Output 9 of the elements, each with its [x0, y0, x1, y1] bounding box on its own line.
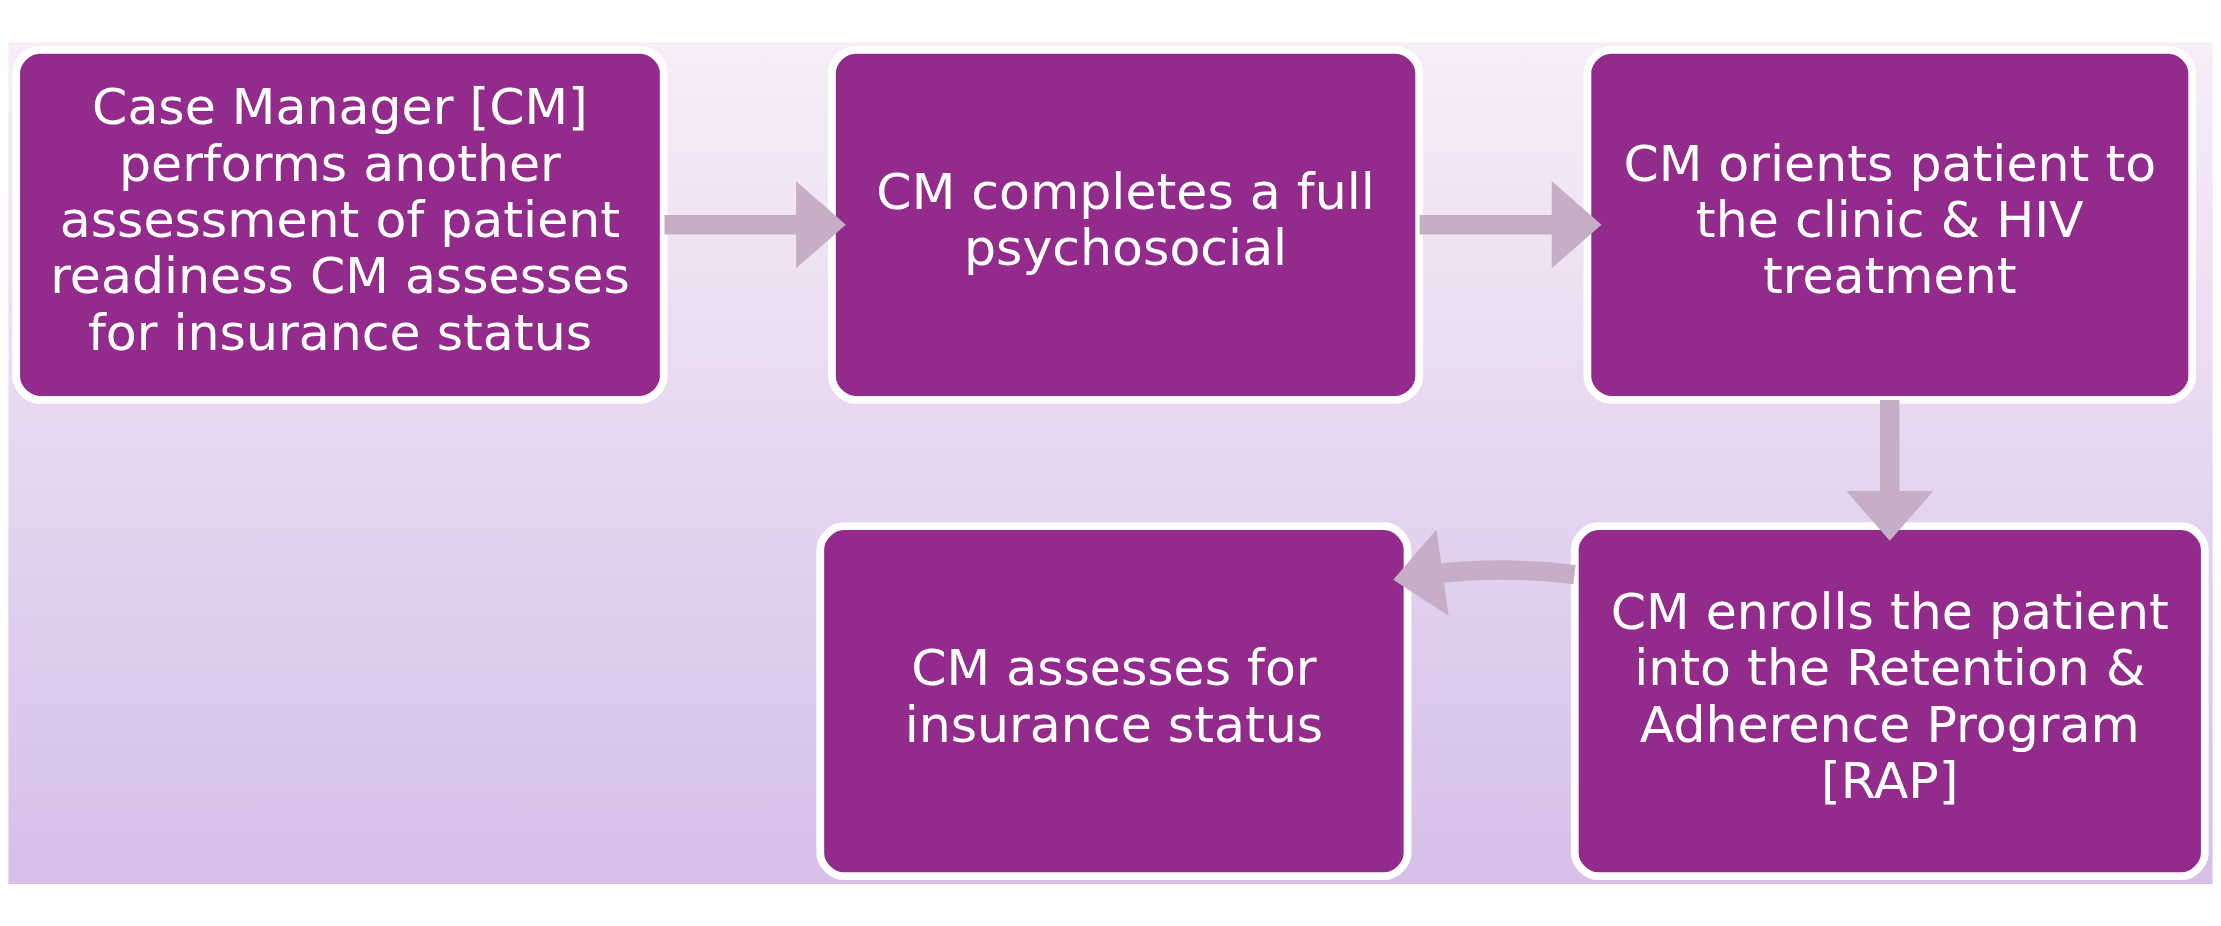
arrow	[664, 181, 846, 269]
node-box: CM orients patient to the clinic & HIV treatment	[1583, 45, 2197, 404]
arrow	[1419, 181, 1602, 269]
node-box: CM assesses for insurance status	[816, 522, 1412, 881]
node-box: CM enrolls the patient into the Retention & Adherence Program [RAP]	[1570, 522, 2209, 881]
node-box: Case Manager [CM] performs another assessment of patient readiness CM assesses for insurance status	[12, 45, 668, 404]
arrow	[1393, 529, 1576, 616]
arrow	[1846, 400, 1934, 541]
node-box: CM completes a full psychosocial	[828, 45, 1424, 404]
